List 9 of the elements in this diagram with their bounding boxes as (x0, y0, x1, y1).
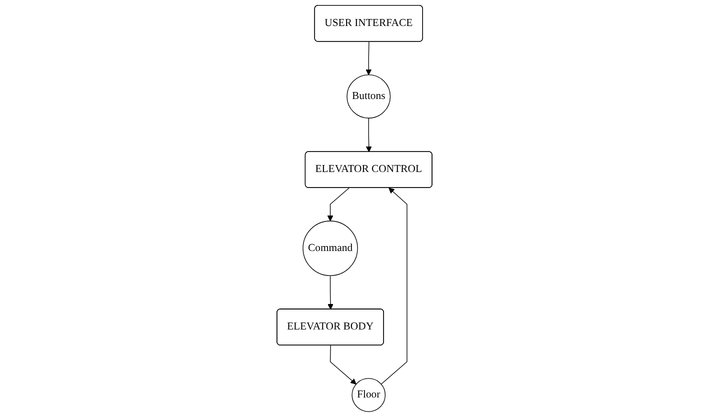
arrow (327, 188, 350, 222)
arrow (328, 275, 334, 310)
arrow (366, 41, 372, 76)
arrow (366, 118, 372, 152)
node-circle: Command (302, 220, 358, 276)
node-circle: Floor (352, 378, 386, 412)
arrow (380, 188, 408, 385)
node-circle: Buttons (346, 74, 391, 118)
arrow (330, 345, 356, 384)
